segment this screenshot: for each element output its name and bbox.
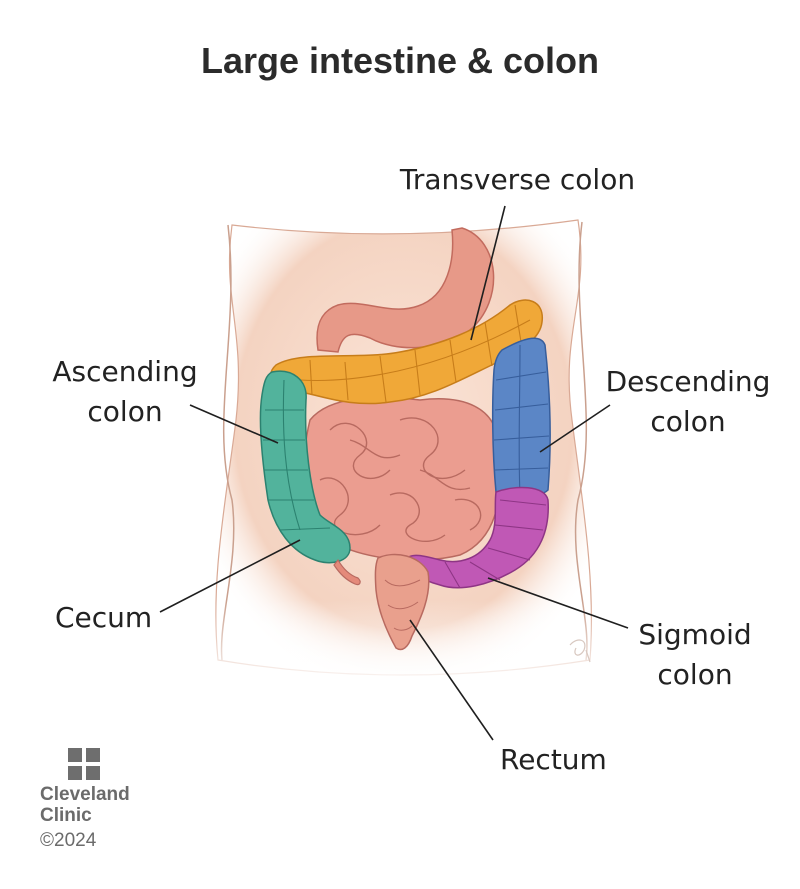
label-sigmoid-colon: Sigmoid colon bbox=[620, 615, 770, 695]
artist-signature bbox=[569, 639, 591, 663]
label-descending-line2: colon bbox=[650, 405, 726, 438]
ascending-colon bbox=[259, 370, 351, 564]
leader-line-cecum bbox=[159, 539, 301, 613]
label-cecum: Cecum bbox=[55, 601, 153, 634]
descending-colon bbox=[491, 337, 551, 498]
leader-line-rectum bbox=[409, 619, 494, 741]
leader-line-sigmoid bbox=[487, 577, 629, 629]
rectum bbox=[374, 553, 430, 651]
leader-line-descending bbox=[539, 404, 611, 453]
label-descending-line1: Descending bbox=[605, 365, 771, 398]
label-ascending-colon: Ascending colon bbox=[40, 352, 210, 432]
label-sigmoid-line2: colon bbox=[657, 658, 733, 691]
cleveland-clinic-logo-mark bbox=[68, 748, 100, 780]
label-rectum: Rectum bbox=[500, 743, 607, 776]
copyright: ©2024 bbox=[40, 830, 97, 851]
leader-lines bbox=[159, 205, 629, 741]
label-ascending-line1: Ascending bbox=[52, 355, 198, 388]
leader-line-ascending bbox=[189, 404, 279, 444]
leader-line-transverse bbox=[470, 205, 506, 341]
cleveland-clinic-logo: Cleveland Clinic ©2024 bbox=[40, 748, 130, 852]
stomach bbox=[316, 227, 495, 353]
diagram-title: Large intestine & colon bbox=[200, 40, 600, 81]
logo-name-line2: Clinic bbox=[40, 805, 92, 826]
logo-name-line1: Cleveland bbox=[40, 784, 130, 805]
logo-mark-spacer bbox=[40, 748, 130, 784]
label-ascending-line2: colon bbox=[87, 395, 163, 428]
label-descending-colon: Descending colon bbox=[598, 362, 778, 442]
appendix bbox=[333, 558, 361, 586]
label-sigmoid-line1: Sigmoid bbox=[638, 618, 752, 651]
label-transverse-colon: Transverse colon bbox=[399, 163, 636, 196]
sigmoid-colon bbox=[405, 486, 549, 589]
